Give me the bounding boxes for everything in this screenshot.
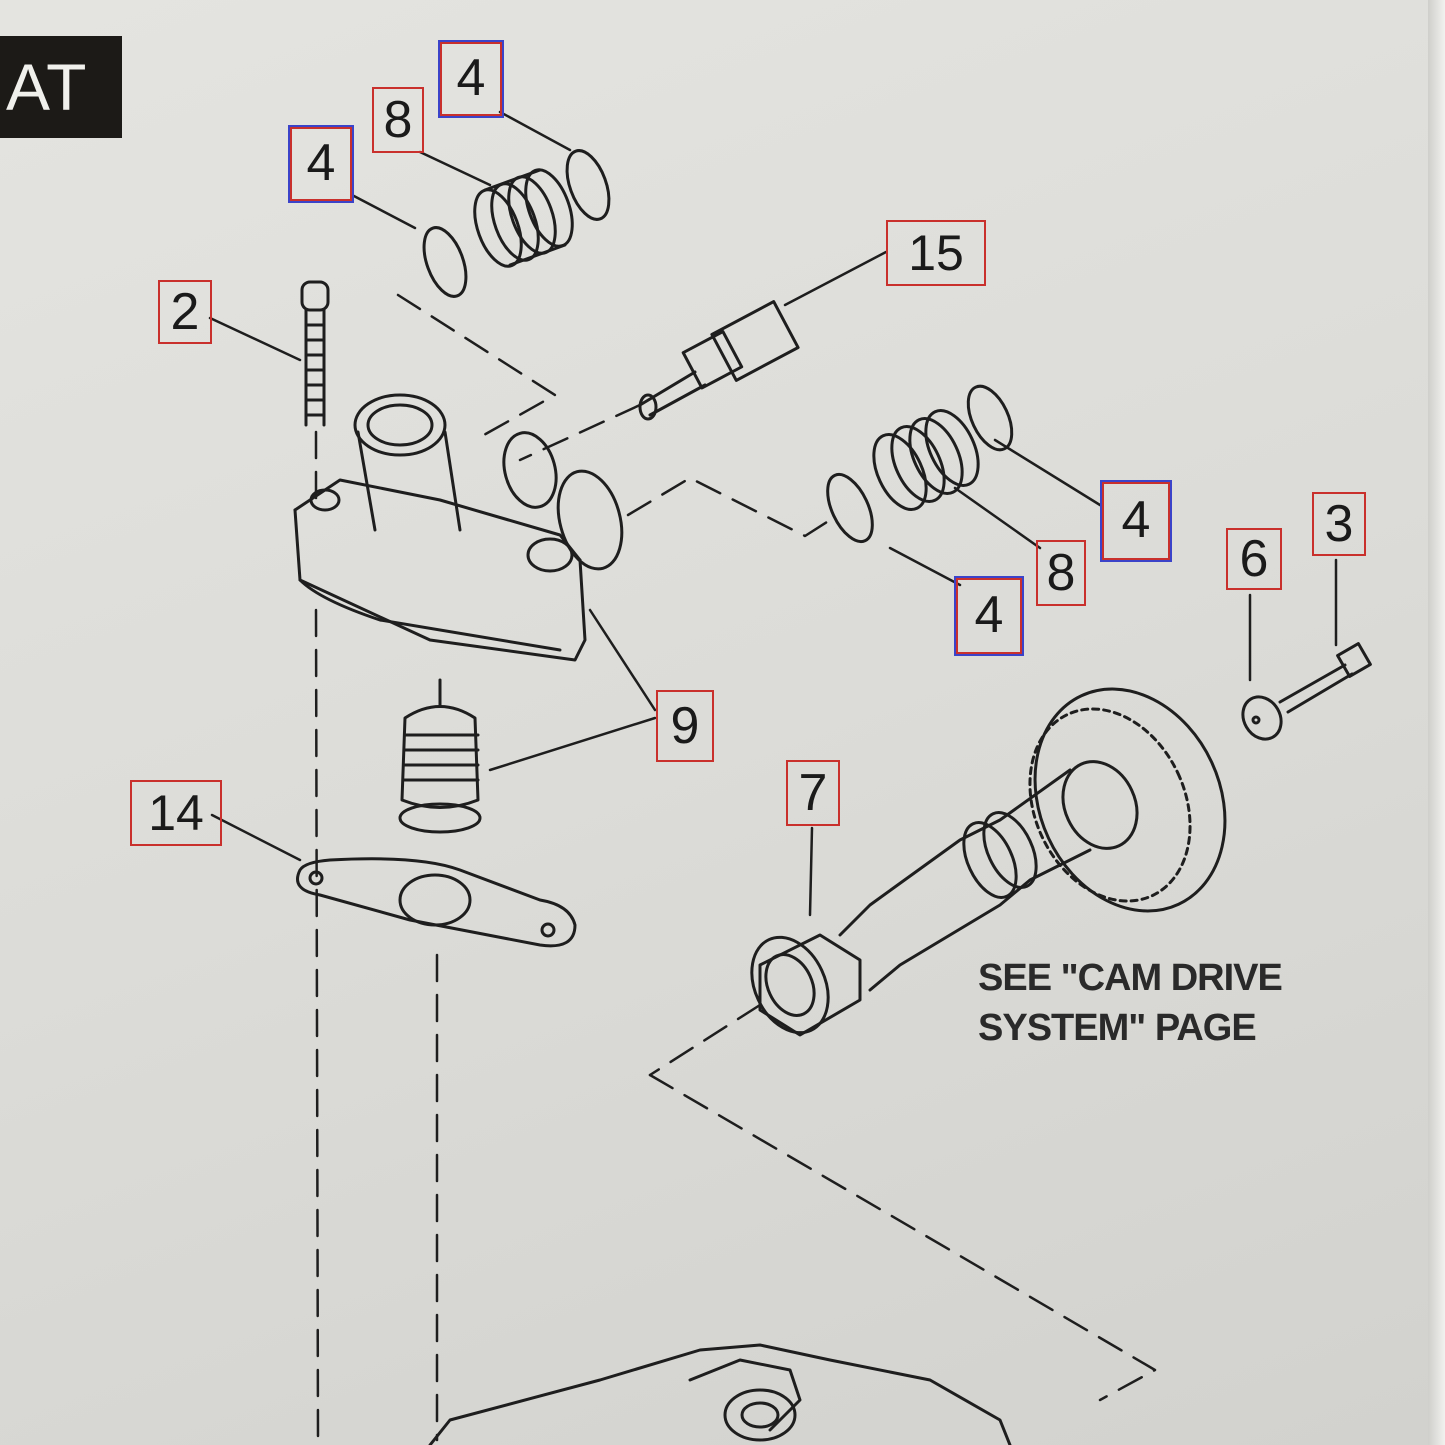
top-sleeve-8	[473, 168, 574, 268]
callout-sleeve-8-right: 8	[1036, 540, 1086, 606]
callout-sensor-15: 15	[886, 220, 986, 286]
thermostat-housing-9	[293, 393, 624, 662]
camshaft-7	[750, 687, 1227, 1037]
callout-bolt-2: 2	[158, 280, 212, 344]
top-o-ring-left	[422, 226, 468, 298]
washer-6	[1241, 695, 1283, 741]
assembly-guide-lines	[314, 293, 1157, 1442]
callout-gasket-14: 14	[130, 780, 222, 846]
right-o-ring-lower	[826, 472, 874, 544]
callout-o-ring-4-right-lower: 4	[954, 576, 1024, 656]
callout-camshaft-7: 7	[786, 760, 840, 826]
callout-housing-9: 9	[656, 690, 714, 762]
thermostat-element	[398, 678, 482, 834]
bolt-2	[300, 280, 330, 427]
cylinder-head-fragment	[428, 1343, 1012, 1445]
monitor-bezel	[1428, 0, 1445, 1445]
callout-sleeve-8-top: 8	[372, 87, 424, 153]
callout-o-ring-4-top-right: 4	[438, 40, 504, 118]
cam-drive-reference-note: SEE "CAM DRIVE SYSTEM" PAGE	[978, 953, 1338, 1053]
callout-o-ring-4-right-upper: 4	[1100, 480, 1172, 562]
callout-bolt-3: 3	[1312, 492, 1366, 556]
callout-leader-lines	[208, 110, 1338, 917]
page-title-fragment: AT	[0, 36, 122, 138]
cam-note-line-2: SYSTEM" PAGE	[978, 1007, 1257, 1049]
callout-washer-6: 6	[1226, 528, 1282, 590]
right-sleeve-8	[872, 409, 980, 511]
right-o-ring-upper	[966, 384, 1014, 452]
top-o-ring-right	[565, 149, 611, 221]
bolt-3	[1278, 642, 1372, 714]
gasket-14	[296, 857, 577, 948]
temperature-sensor-15	[638, 300, 800, 421]
callout-o-ring-4-top-left: 4	[288, 125, 354, 203]
cam-note-line-1: SEE "CAM DRIVE	[978, 957, 1283, 999]
